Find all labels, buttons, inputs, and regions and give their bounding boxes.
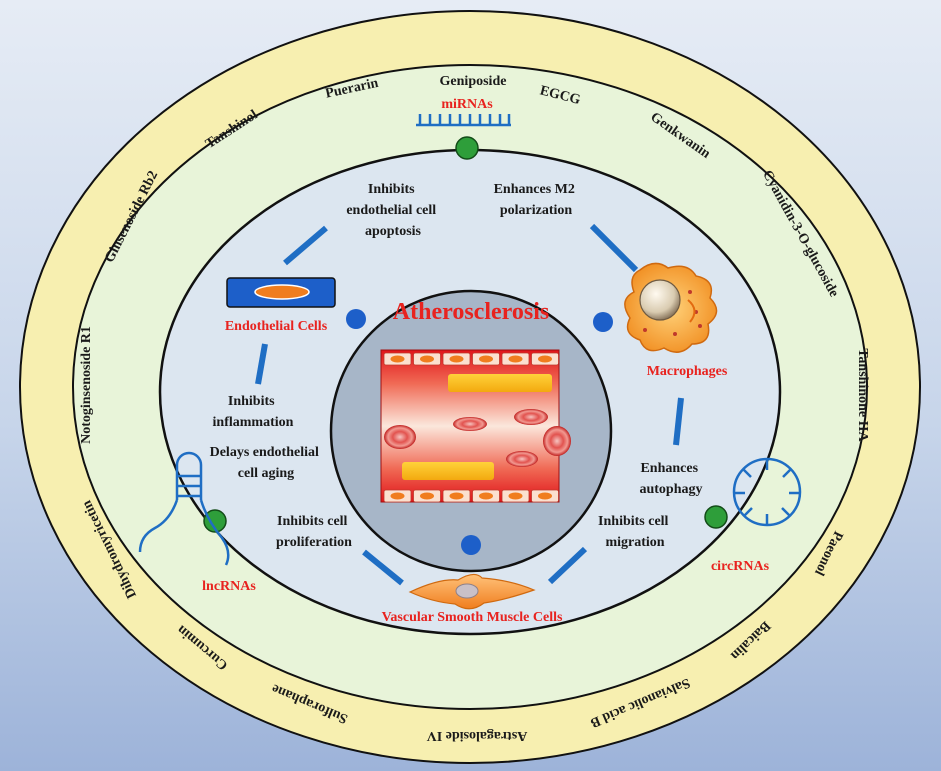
- wall-cell-nucleus: [449, 355, 464, 363]
- center-title: Atherosclerosis: [393, 299, 549, 325]
- plaque: [402, 462, 494, 480]
- effect-migration-line: Inhibits cell: [598, 514, 669, 529]
- wall-cell-nucleus: [420, 355, 434, 363]
- effect-autophagy-line: autophagy: [639, 482, 702, 497]
- wall-cell-nucleus: [449, 492, 464, 500]
- compound-label: Notoginsenoside R1: [79, 326, 94, 444]
- effect-inflammation-line: inflammation: [213, 415, 294, 430]
- blood-vessel-icon: [380, 349, 571, 503]
- wall-cell-nucleus: [390, 492, 405, 500]
- vsmc-label: Vascular Smooth Muscle Cells: [382, 610, 563, 625]
- endothelial-node-dot: [346, 309, 366, 329]
- effect-aging: Delays endothelial cell aging: [210, 445, 323, 481]
- effect-apoptosis: Inhibits endothelial cell apoptosis: [346, 182, 439, 239]
- effect-inflammation: Inhibits inflammation: [213, 394, 294, 430]
- red-blood-cell: [506, 451, 538, 467]
- effect-apoptosis-line: endothelial cell: [346, 203, 436, 218]
- connector-line: [362, 549, 404, 586]
- effect-apoptosis-line: Inhibits: [368, 182, 415, 197]
- red-blood-cell: [453, 417, 487, 431]
- endothelial-cell-icon: [226, 277, 336, 308]
- red-blood-cell: [384, 425, 416, 449]
- wall-cell-nucleus: [538, 492, 552, 500]
- connector-line: [283, 225, 328, 266]
- connector-line: [547, 546, 588, 585]
- wall-cell-nucleus: [390, 355, 405, 363]
- lncrna-hairpin-icon: [138, 451, 230, 566]
- vessel-wall-cells: [383, 352, 559, 503]
- wall-cell-nucleus: [508, 355, 523, 363]
- wall-cell-nucleus: [479, 492, 493, 500]
- wall-cell-nucleus: [508, 492, 523, 500]
- effect-apoptosis-line: apoptosis: [365, 224, 422, 239]
- mirna-node-dot: [455, 136, 479, 160]
- effect-autophagy-line: Enhances: [640, 461, 698, 476]
- effect-aging-line: cell aging: [238, 466, 294, 481]
- macrophages-label: Macrophages: [647, 364, 728, 379]
- compound-label: Tanshinone IIA: [855, 348, 870, 442]
- connector-line: [589, 223, 639, 273]
- mirnas-label: miRNAs: [441, 97, 493, 112]
- lncrna-node-dot: [203, 509, 227, 533]
- effect-m2-line: polarization: [500, 203, 573, 218]
- vsmc-node-dot: [461, 535, 481, 555]
- red-blood-cell: [514, 409, 548, 425]
- effect-proliferation-line: Inhibits cell: [277, 514, 348, 529]
- red-blood-cell: [543, 426, 571, 456]
- compound-label: Geniposide: [440, 74, 507, 89]
- effect-m2-line: Enhances M2: [494, 182, 575, 197]
- wall-cell-nucleus: [420, 492, 434, 500]
- endothelial-cells-label: Endothelial Cells: [225, 319, 328, 334]
- effect-m2-polarization: Enhances M2 polarization: [494, 182, 579, 218]
- effect-autophagy: Enhances autophagy: [639, 461, 702, 497]
- mirna-comb-icon: [416, 114, 511, 127]
- macrophage-icon: [624, 262, 718, 353]
- circrna-ring-icon: [732, 457, 802, 527]
- effect-migration-line: migration: [605, 535, 664, 550]
- plaque: [448, 374, 552, 392]
- circrna-node-dot: [704, 505, 728, 529]
- connector-line: [673, 397, 684, 446]
- connector-line: [255, 343, 268, 385]
- effect-aging-line: Delays endothelial: [210, 445, 319, 460]
- lncrnas-label: lncRNAs: [202, 579, 256, 594]
- circrnas-label: circRNAs: [711, 559, 770, 574]
- smooth-muscle-cell-icon: [408, 573, 536, 610]
- wall-cell-nucleus: [538, 355, 552, 363]
- effect-proliferation: Inhibits cell proliferation: [276, 514, 352, 550]
- wall-cell-nucleus: [479, 355, 493, 363]
- effect-connectors: [255, 223, 684, 586]
- effect-migration: Inhibits cell migration: [598, 514, 672, 550]
- effect-inflammation-line: Inhibits: [228, 394, 275, 409]
- macrophage-node-dot: [593, 312, 613, 332]
- compound-label: Astragaloside IV: [427, 728, 528, 743]
- effect-proliferation-line: proliferation: [276, 535, 352, 550]
